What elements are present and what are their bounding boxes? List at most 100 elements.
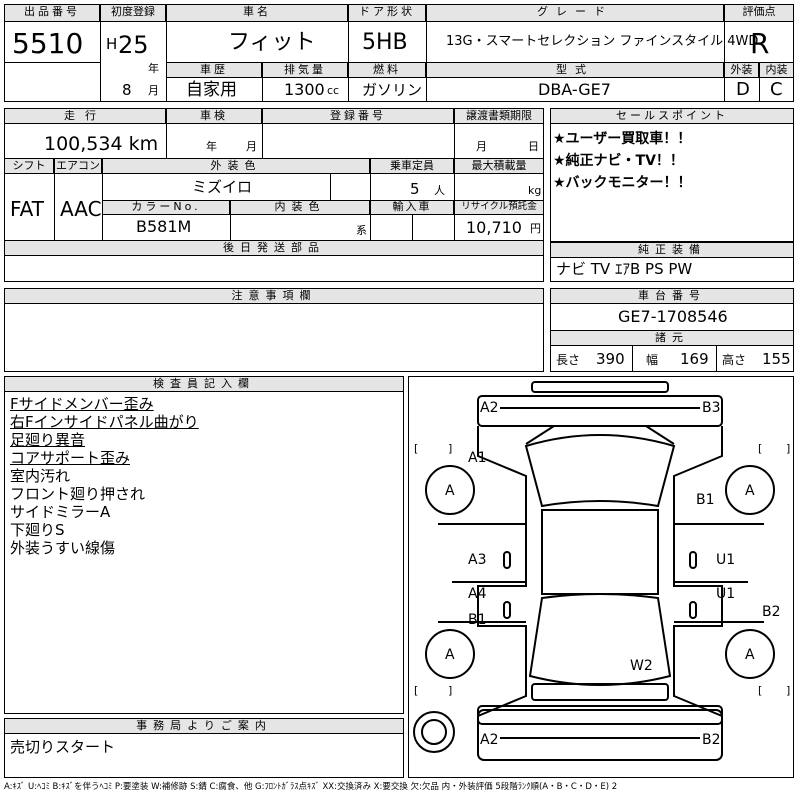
- history-label: 車歴: [166, 62, 262, 78]
- int-color-label: 内装色: [230, 200, 370, 215]
- inspector-line: 外装うすい線傷: [10, 539, 116, 557]
- sales-points-list: ★ユーザー買取車！！ ★純正ナビ・TV！！ ★バックモニター！！: [553, 128, 692, 194]
- first-reg-label: 初度登録: [100, 4, 166, 22]
- inspector-line: 室内汚れ: [10, 467, 71, 485]
- inspector-line: 下廻りS: [10, 521, 65, 539]
- damage-mark: B1: [696, 492, 715, 508]
- svg-text:]: ]: [786, 442, 790, 455]
- inspector-line: 足廻り異音: [10, 431, 86, 449]
- chassis-label: 車台番号: [550, 288, 794, 304]
- inspector-line: コアサポート歪み: [10, 449, 131, 467]
- fuel-label: 燃料: [348, 62, 426, 78]
- grade: 13G・スマートセレクション ファインスタイル 4WD: [446, 34, 759, 49]
- mileage-label: 走行: [4, 108, 166, 124]
- lot-number: 5510: [12, 27, 84, 60]
- damage-mark: A2: [480, 732, 498, 748]
- damage-diagram: [] [] [] [] A2 B3 A1 B1 A3 U1 A4 U1 B1 B…: [408, 376, 794, 778]
- dims-label: 諸元: [550, 330, 794, 346]
- transfer-label: 譲渡書類期限: [454, 108, 544, 124]
- svg-text:[: [: [414, 442, 418, 455]
- tire-mark: A: [745, 483, 755, 499]
- displacement-label: 排気量: [262, 62, 348, 78]
- era: H: [106, 35, 118, 53]
- notes-label: 注意事項欄: [4, 288, 544, 304]
- damage-mark: B2: [702, 732, 721, 748]
- svg-text:]: ]: [448, 442, 452, 455]
- damage-marks: A2 B3 A1 B1 A3 U1 A4 U1 B1 B2 W2 A2 B2 A…: [445, 400, 781, 748]
- transfer-month: 月: [476, 140, 487, 153]
- reg-year-unit: 年: [148, 62, 159, 75]
- color: ミズイロ: [192, 178, 253, 196]
- inspector-line: サイドミラーA: [10, 503, 111, 521]
- damage-mark: W2: [630, 658, 653, 674]
- recycle-amount: 10,710: [466, 218, 522, 237]
- inspection-label: 車検: [166, 108, 262, 124]
- damage-mark: B2: [762, 604, 781, 620]
- mileage: 100,534 km: [44, 133, 159, 155]
- later-parts-label: 後日発送部品: [4, 240, 544, 256]
- history: 自家用: [186, 80, 237, 100]
- sales-points-label: セールスポイント: [550, 108, 794, 124]
- shift: FAT: [10, 197, 45, 221]
- interior-label: 内装: [759, 62, 794, 78]
- svg-text:]: ]: [448, 684, 452, 697]
- fuel: ガソリン: [362, 81, 423, 99]
- inspector-label: 検査員記入欄: [4, 376, 404, 392]
- recycle-label: リサイクル預託金: [454, 200, 544, 215]
- capacity-unit: 人: [434, 184, 445, 197]
- color-no: B581M: [136, 217, 192, 236]
- damage-mark: U1: [716, 552, 735, 568]
- svg-text:[: [: [758, 684, 762, 697]
- height-label: 高さ: [722, 353, 747, 367]
- inspection-month: 月: [246, 140, 257, 153]
- tire-mark: A: [745, 647, 755, 663]
- chassis-number: GE7-1708546: [618, 307, 728, 326]
- transfer-day: 日: [528, 140, 539, 153]
- car-outline-diagram: [] [] [] [] A2 B3 A1 B1 A3 U1 A4 U1 B1 B…: [413, 381, 790, 761]
- import-label: 輸入車: [370, 200, 454, 215]
- tire-mark: A: [445, 647, 455, 663]
- grade-label: グレード: [426, 4, 724, 22]
- reg-no-label: 登録番号: [262, 108, 454, 124]
- score: R: [750, 27, 770, 60]
- capacity-label: 乗車定員: [370, 158, 454, 174]
- damage-mark: B3: [702, 400, 721, 416]
- svg-text:]: ]: [786, 684, 790, 697]
- reg-month-unit: 月: [148, 84, 159, 97]
- reg-month: 8: [122, 81, 132, 99]
- sales-point: ★ユーザー買取車！！: [553, 131, 692, 147]
- length-label: 長さ: [556, 353, 581, 367]
- displacement-unit: cc: [327, 84, 340, 97]
- score-label: 評価点: [724, 4, 794, 22]
- inspector-line: 右Fインサイドパネル曲がり: [10, 413, 199, 431]
- equipment-label: 純正装備: [550, 242, 794, 258]
- shift-label: シフト: [4, 158, 54, 174]
- interior-score: C: [770, 79, 783, 100]
- ac-label: エアコン: [54, 158, 102, 174]
- exterior-label: 外装: [724, 62, 759, 78]
- recycle-unit: 円: [530, 222, 541, 235]
- height: 155: [762, 350, 791, 368]
- office-text: 売切りスタート: [10, 738, 116, 756]
- car-name: フィット: [228, 30, 316, 55]
- svg-text:[: [: [414, 684, 418, 697]
- inspector-line: Fサイドメンバー歪み: [10, 395, 154, 413]
- inspector-lines: Fサイドメンバー歪み右Fインサイドパネル曲がり足廻り異音コアサポート歪み室内汚れ…: [10, 395, 199, 557]
- tire-mark: A: [445, 483, 455, 499]
- legend: A:ｷｽﾞ U:ﾍｺﾐ B:ｷｽﾞを伴うﾍｺﾐ P:要塗装 W:補修跡 S:錆 …: [4, 782, 618, 792]
- capacity: 5: [410, 180, 420, 198]
- door-label: ドア形状: [348, 4, 426, 22]
- width-label: 幅: [646, 353, 659, 367]
- damage-mark: A3: [468, 552, 486, 568]
- int-color-unit: 系: [356, 224, 367, 237]
- sales-point: ★バックモニター！！: [553, 175, 692, 191]
- sales-point: ★純正ナビ・TV！！: [553, 153, 684, 169]
- reg-year: 25: [118, 31, 149, 59]
- ac: AAC: [60, 197, 102, 221]
- load-unit: kg: [528, 184, 542, 197]
- color-label: 外装色: [102, 158, 370, 174]
- svg-text:[: [: [758, 442, 762, 455]
- length: 390: [596, 350, 625, 368]
- damage-mark: A2: [480, 400, 498, 416]
- office-label: 事務局よりご案内: [4, 718, 404, 734]
